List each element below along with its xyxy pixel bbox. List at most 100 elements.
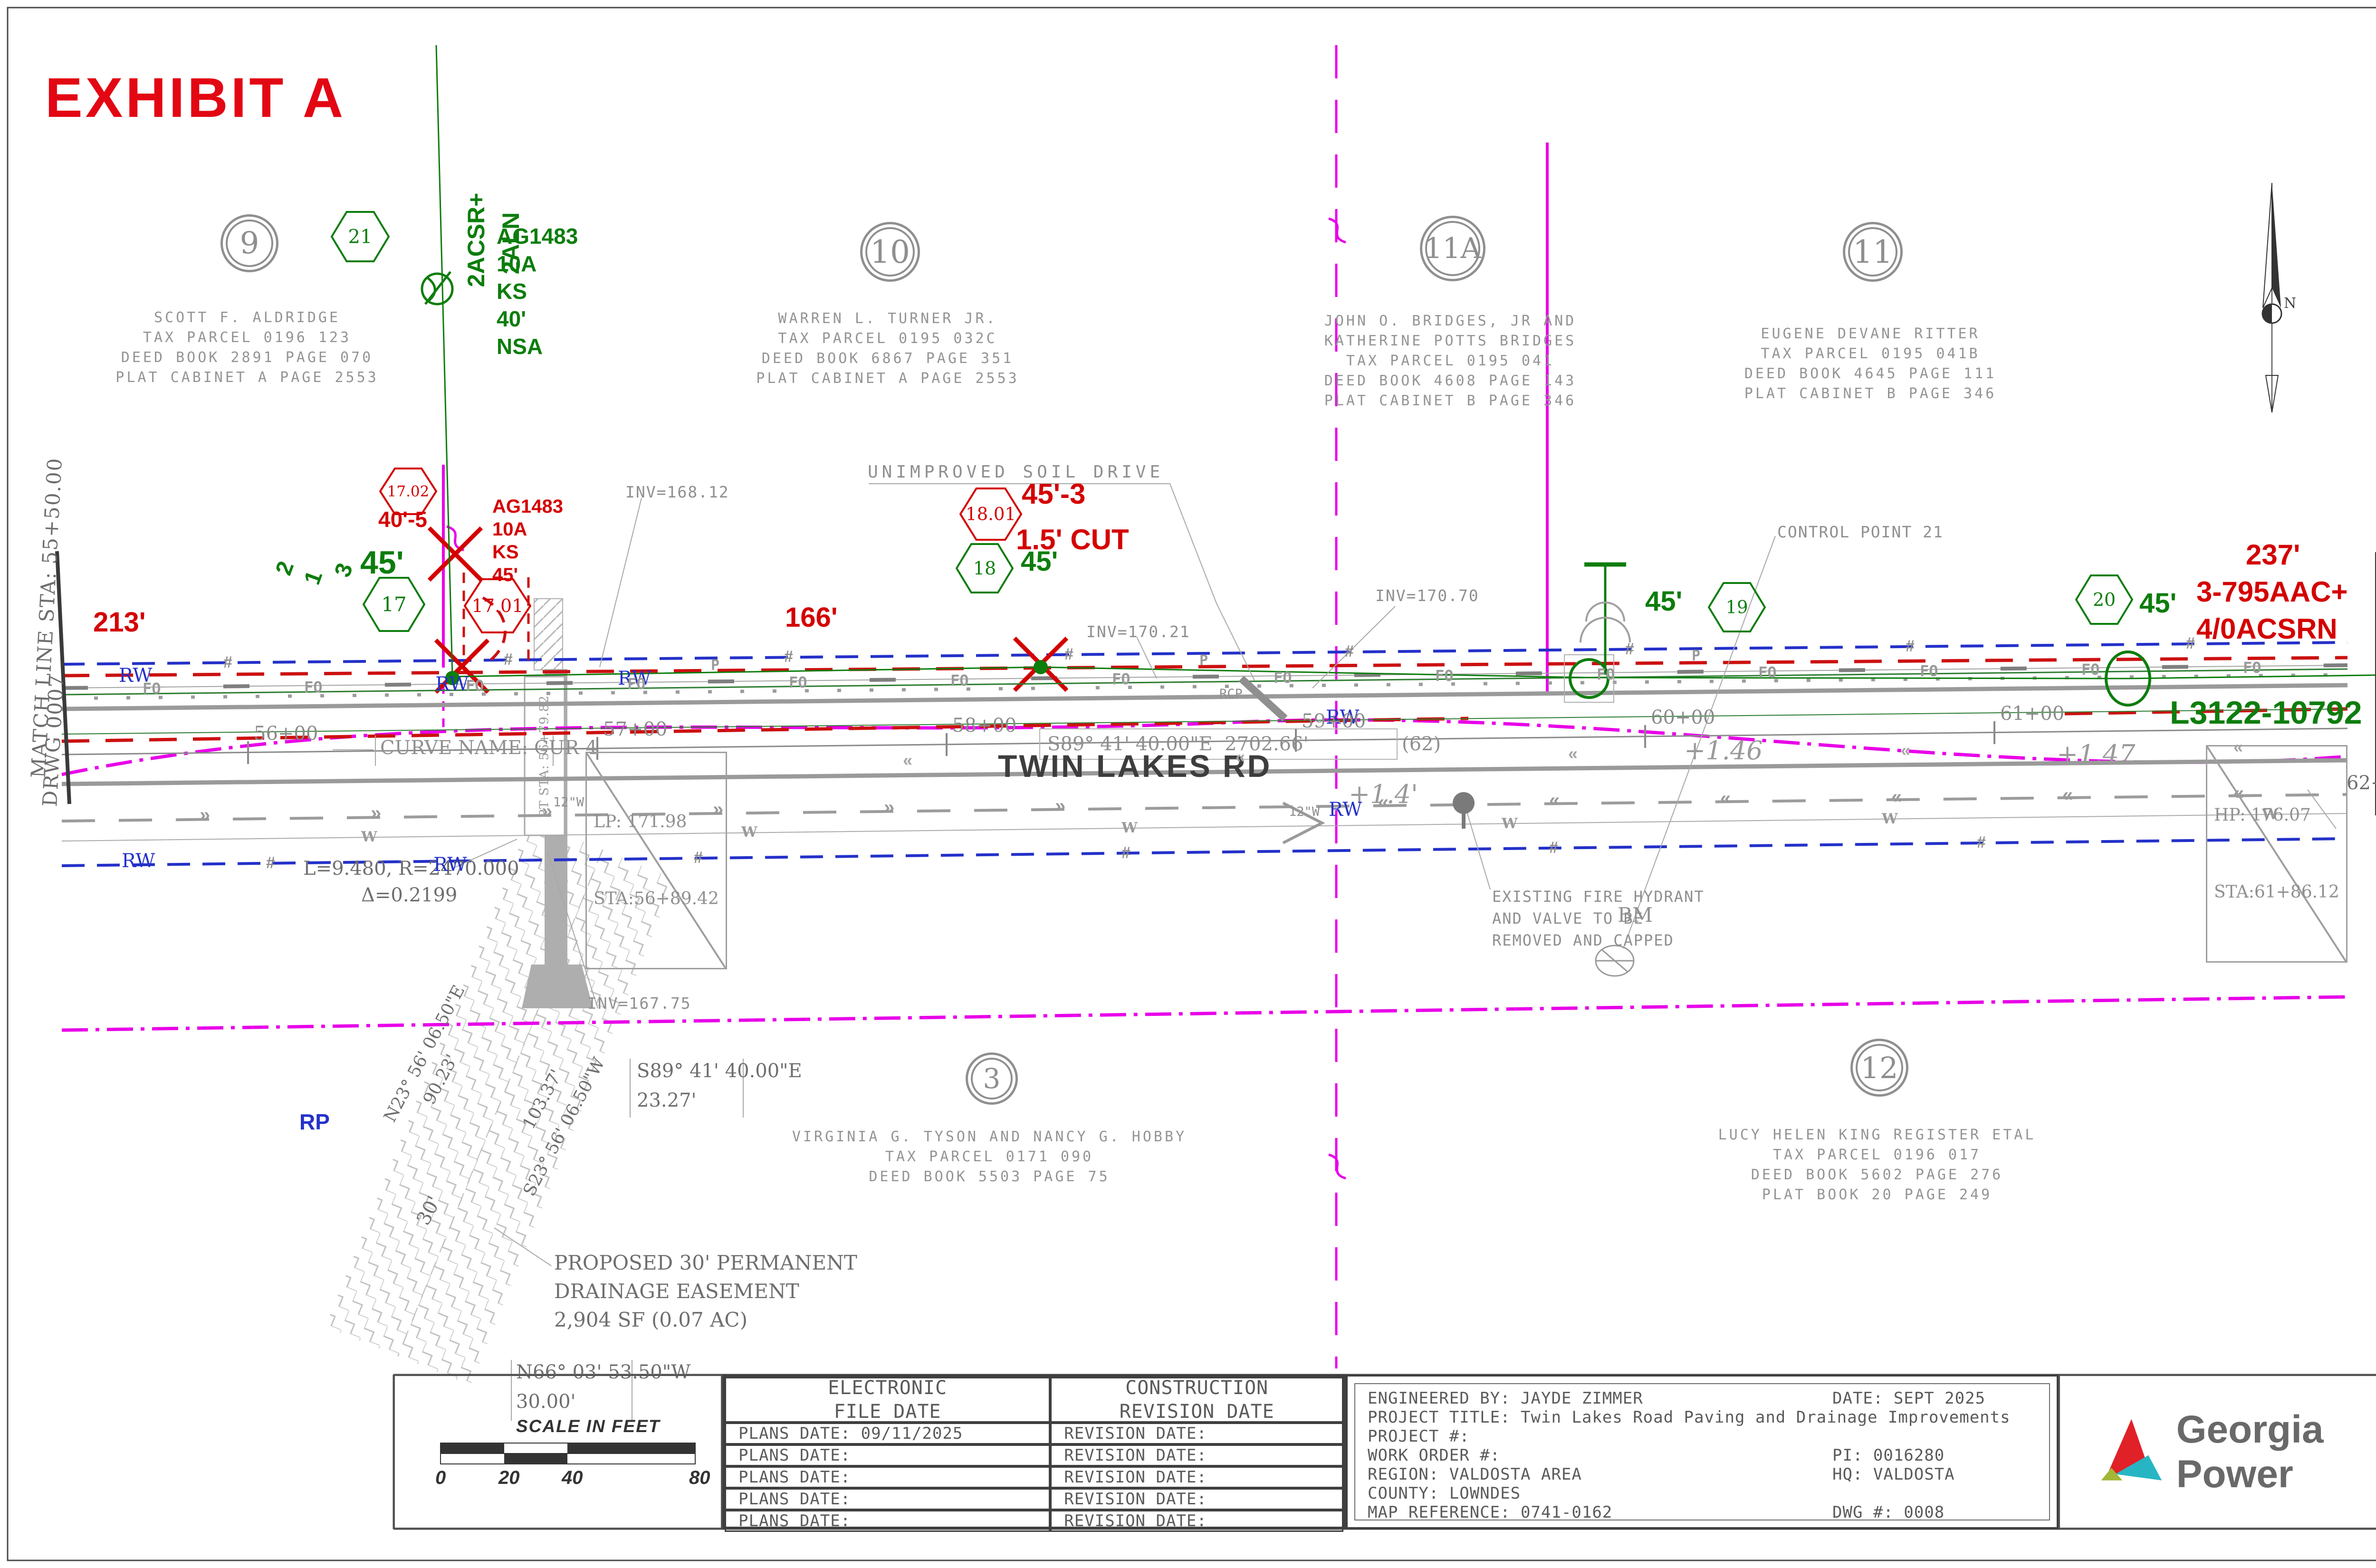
pole-note-green-4: 40'	[497, 306, 527, 331]
revision-date-cell: REVISION DATE:	[1050, 1423, 1343, 1444]
rw-3: RW	[618, 668, 651, 689]
station-tick	[596, 737, 598, 760]
rp: RP	[299, 1109, 330, 1134]
revision-date-cell: REVISION DATE:	[1050, 1510, 1343, 1532]
scale-tick-label: 40	[562, 1467, 583, 1488]
span-213: 213'	[93, 607, 146, 638]
hydrant-note-3: REMOVED AND CAPPED	[1492, 931, 1674, 949]
pole-note-red-2: 10A	[492, 519, 527, 540]
parcel-info-line: SCOTT F. ALDRIDGE	[153, 309, 341, 326]
parcel-info-line: PLAT BOOK 20 PAGE 249	[1762, 1186, 1993, 1203]
inv-17070: INV=170.70	[1375, 586, 1479, 605]
parcel-marker-inner	[226, 220, 273, 267]
fo-label: FO	[466, 676, 484, 695]
hash-mark: #	[1345, 642, 1354, 661]
rw-5: RW	[433, 854, 467, 876]
parcel-info-line: VIRGINIA G. TYSON AND NANCY G. HOBBY	[792, 1128, 1187, 1145]
logo-block: Georgia Power	[2059, 1375, 2376, 1529]
rw-7: RW	[1329, 799, 1362, 821]
chevron-right: »	[200, 804, 211, 825]
w-label: W	[361, 828, 377, 845]
title-block-right: DATE: SEPT 2025	[1832, 1389, 1986, 1408]
plans-date-cell: PLANS DATE:	[725, 1510, 1051, 1532]
hash-mark: #	[504, 650, 513, 669]
parcel-info-line: DEED BOOK 5602 PAGE 276	[1751, 1166, 2003, 1183]
parcel-info-line: EUGENE DEVANE RITTER	[1761, 325, 1980, 342]
w-label: W	[1882, 811, 1898, 828]
title-block-row: WORK ORDER #:PI: 0016280	[1368, 1446, 2037, 1465]
lp-line2: STA:56+89.42	[594, 889, 719, 908]
parcel-marker-inner	[865, 227, 915, 277]
conductor-795: 3-795AAC+	[2196, 576, 2348, 608]
p-label: P	[1199, 652, 1208, 669]
pole-hex-label: 20	[2093, 589, 2116, 610]
elev-146: +1.46	[1684, 736, 1763, 765]
parcel-marker-9: 9	[220, 214, 278, 272]
benchmark: BM	[1618, 903, 1653, 927]
parcel-marker-inner	[1425, 221, 1480, 276]
span-45-hex19: 45'	[1645, 586, 1683, 617]
station-tick	[1295, 729, 1297, 752]
parcel-info-line: LUCY HELEN KING REGISTER ETAL	[1718, 1127, 2036, 1143]
pole-hex-label: 18.01	[966, 504, 1016, 525]
fo-label: FO	[789, 673, 807, 691]
leader-lines	[333, 483, 2337, 1421]
station-tick	[946, 733, 948, 756]
fo-label: FO	[1920, 661, 1938, 680]
rcp: RCP	[1219, 687, 1243, 701]
bearing-box	[1039, 728, 1398, 760]
pole-note-red-1: AG1483	[492, 496, 563, 517]
inv-17021: INV=170.21	[1086, 622, 1190, 641]
fo-label: FO	[304, 678, 323, 696]
line-number: L3122-10792	[2170, 695, 2362, 731]
hp-line2: STA:61+86.12	[2214, 882, 2339, 902]
north-arrow-icon	[2261, 182, 2282, 413]
pole-hex-18.01: 18.01	[959, 488, 1023, 543]
parcel-info-line: KATHERINE POTTS BRIDGES	[1324, 333, 1577, 349]
parcel-info-line: PLAT CABINET A PAGE 2553	[115, 369, 379, 386]
parcel-marker-inner	[1856, 1044, 1903, 1091]
p-label: P	[711, 657, 720, 674]
plans-date-cell: PLANS DATE: 09/11/2025	[725, 1423, 1051, 1444]
pole-hex-label: 21	[348, 226, 373, 248]
hash-mark: #	[1064, 645, 1073, 663]
parcel-info-line: TAX PARCEL 0195 041B	[1761, 345, 1980, 362]
title-block-left: COUNTY: LOWNDES	[1368, 1484, 1521, 1503]
station-61+00: 61+00	[2000, 702, 2065, 725]
pole-hex-20: 20	[2075, 574, 2134, 627]
w-label: W	[741, 824, 757, 841]
parcel-marker-3: 3	[966, 1052, 1018, 1105]
easement-note-3: 2,904 SF (0.07 AC)	[554, 1308, 747, 1331]
chevron-right: »	[1055, 795, 1066, 816]
pole-note-green-3: KS	[497, 279, 527, 304]
bearing-s89-long: S89° 41' 40.00"E 2702.66'	[1047, 733, 1309, 755]
inv-16775: INV=167.75	[587, 994, 691, 1013]
w-label: W	[1121, 820, 1138, 837]
pole-note-green-1: AG1483	[497, 224, 578, 249]
logo-text: Georgia Power	[2176, 1407, 2324, 1496]
title-block-row: PROJECT TITLE: Twin Lakes Road Paving an…	[1368, 1408, 2037, 1427]
ref-62: (62)	[1402, 733, 1441, 755]
parcel-marker-11A: 11A	[1420, 216, 1485, 281]
water-12-2: 12"W	[1289, 804, 1320, 819]
road-name: TWIN LAKES RD	[998, 748, 1272, 784]
rw-4: RW	[122, 850, 155, 872]
fo-label: FO	[1112, 669, 1131, 688]
drive-sta: PT STA: 56+79.82	[537, 695, 552, 818]
pole-hex-17.01: 17.01	[463, 578, 532, 636]
station-57+00: 57+00	[603, 718, 668, 741]
span-166: 166'	[785, 602, 838, 633]
parcel-info-line: WARREN L. TURNER JR.	[778, 310, 997, 327]
hash-mark: #	[1625, 640, 1634, 658]
scale-tick-label: 0	[435, 1467, 446, 1488]
page-border	[7, 7, 2376, 1561]
fo-label: FO	[627, 675, 646, 693]
chevron-left: «	[1236, 747, 1245, 767]
pole-note-red-3: KS	[492, 542, 519, 563]
